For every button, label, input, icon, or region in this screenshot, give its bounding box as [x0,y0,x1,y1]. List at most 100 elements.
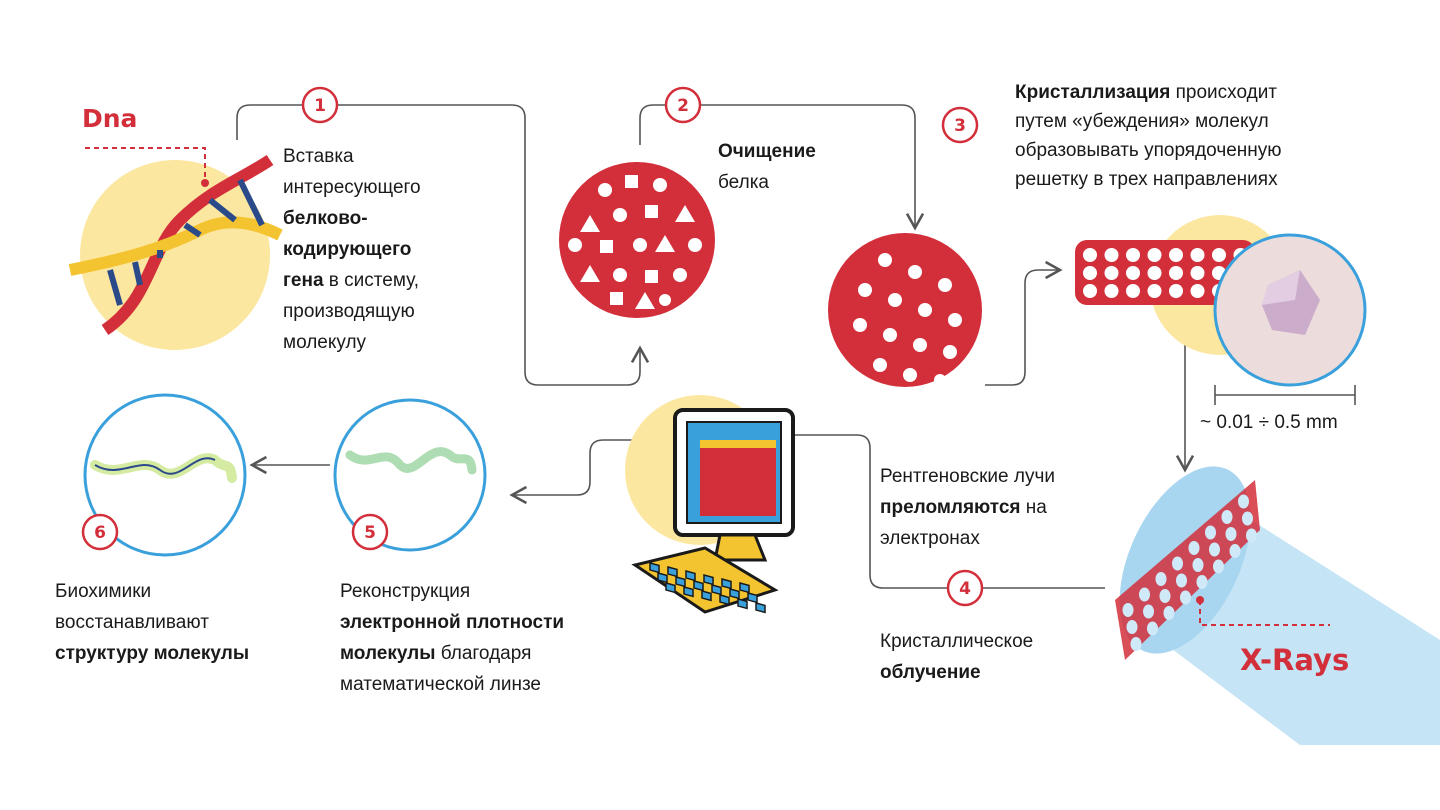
connector-step-3 [985,260,1063,386]
text-line: Кристаллизация происходит [1015,78,1282,107]
step-6-badge: 6 [94,523,106,543]
keyboard-key [701,590,712,602]
text: молекулу [283,332,367,353]
crystal-lattice-dot [1147,248,1162,262]
text-line: Реконструкция [340,576,564,607]
text-line: молекулу [283,327,421,358]
step-4-text: Кристаллическое облучение [880,626,1033,688]
crystal-lattice-dot [1147,621,1158,636]
text: производящую [283,301,415,322]
keyboard-key [737,598,748,610]
text-line: гена в систему, [283,265,421,296]
xrays-label: X-Rays [1240,643,1350,677]
crystal-lattice-dot [1242,511,1253,526]
keyboard-key [729,588,740,600]
keyboard-key [683,586,694,598]
crystal-lattice-dot [1122,603,1134,617]
keyboard-key [755,602,766,614]
crystal-lattice-dot [1180,590,1191,605]
crystal-lattice-dot [1126,284,1140,298]
connector-step-4 [769,425,1105,589]
text-line: восстанавливают [55,607,249,638]
step-1-badge: 1 [314,96,326,116]
crystal-lattice-dot [1172,556,1183,571]
dna-illustration [68,147,283,350]
text-line: молекулы благодаря [340,638,564,669]
step-6-text: Биохимики восстанавливают структуру молеку… [55,576,249,669]
text: электронах [880,528,980,549]
text: Биохимики [55,581,152,602]
text-line: Очищение [718,136,816,167]
keyboard-key [675,576,686,588]
step-badges [81,86,984,607]
crystal-lattice-dot [1169,248,1183,262]
bold-text: молекулы [340,643,436,664]
crystal-lattice-dot [1188,541,1200,555]
bold-text: кодирующего [283,239,412,260]
keyboard-key [747,592,758,604]
step-2-badge: 2 [677,96,689,116]
crystal-lattice-dot [1083,248,1097,262]
crystal-lattice-dot [1163,606,1175,620]
bold-text: электронной плотности [340,612,565,633]
crystal-lattice-dot [1139,587,1150,602]
text: Кристаллическое [880,631,1034,652]
step-3-text: Кристаллизация происходит путем «убеждени… [1015,78,1282,194]
bold-text: белково- [283,208,368,229]
bold-text: структуру молекулы [55,643,250,664]
crystal-lattice-dot [1147,266,1162,280]
crystal-lattice-dot [1159,589,1171,603]
text-line: структуру молекулы [55,638,249,669]
crystal-lattice-dot [1225,527,1237,541]
bold-text: Кристаллизация [1015,82,1171,103]
text: математической линзе [340,674,542,695]
crystal-lattice-dot [1221,510,1233,524]
text: путем «убеждения» молекул [1015,111,1269,132]
crystal-lattice-dot [1169,284,1183,298]
text-line: Вставка [283,141,421,172]
keyboard-key [685,570,696,582]
keyboard-key [739,582,750,594]
bold-text: Очищение [718,141,816,162]
keyboard-key [711,584,722,596]
purified-protein-circle [828,233,982,387]
text-line: белково- [283,203,421,234]
text: в систему, [323,270,420,291]
crystal-lattice-dot [1126,266,1140,280]
computer-illustration [625,395,795,614]
crystal-illustration [1075,215,1367,405]
text-line: производящую [283,296,421,327]
text-line: образовывать упорядоченную [1015,136,1282,165]
step-5-text: Реконструкция электронной плотности молеку… [340,576,564,700]
keyboard-key [667,566,678,578]
crystal-lattice-dot [1229,544,1241,558]
text: белка [718,172,769,193]
text: Реконструкция [340,581,471,602]
text-line: решетку в трех направлениях [1015,165,1282,194]
crystal-size-scale: ~ 0.01 ÷ 0.5 mm [1200,412,1338,433]
text: решетку в трех направлениях [1015,169,1278,190]
crystal-lattice-dot [1104,248,1119,262]
text-line: путем «убеждения» молекул [1015,107,1282,136]
text-line: электронной плотности [340,607,564,638]
text-line: облучение [880,657,1033,688]
step-1-text: Вставка интересующего белково-кодирующего г… [283,141,421,358]
text-line: Биохимики [55,576,249,607]
crystal-lattice-dot [1212,248,1226,262]
crystal-lattice-dot [1104,266,1119,280]
text: Рентгеновские лучи [880,466,1055,487]
keyboard-key [721,578,732,590]
crystal-lattice-dot [1104,284,1119,298]
text-line: Кристаллическое [880,626,1033,657]
crystal-lattice-dot [1155,572,1167,586]
bold-text: облучение [880,662,981,683]
crystal-lattice-dot [1190,248,1205,262]
text: происходит [1170,82,1278,103]
crystal-lattice-dot [1083,266,1097,280]
keyboard-key [657,572,668,584]
text: интересующего [283,177,421,198]
connector-step-1 [236,104,650,386]
text: образовывать упорядоченную [1015,140,1282,161]
